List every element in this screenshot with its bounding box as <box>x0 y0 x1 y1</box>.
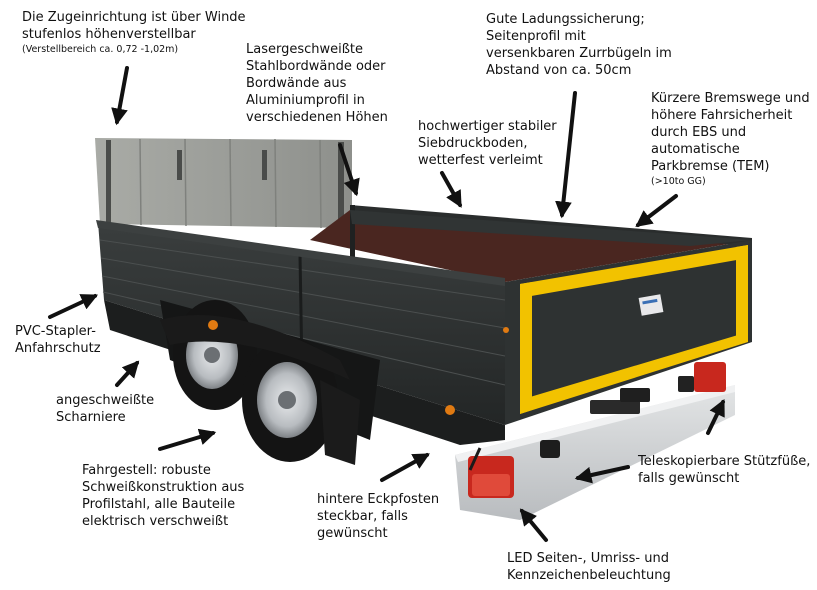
label-line: elektrisch verschweißt <box>82 514 229 529</box>
label-note: (>10to GG) <box>651 176 706 187</box>
arrow-siebdruckboden <box>440 171 462 208</box>
label-line: falls gewünscht <box>638 471 740 486</box>
label-line: höhere Fahrsicherheit <box>651 108 793 123</box>
label-line: Fahrgestell: robuste <box>82 463 211 478</box>
label-pvc: PVC-Stapler- Anfahrschutz <box>15 323 101 357</box>
label-led: LED Seiten-, Umriss- und Kennzeichenbele… <box>507 550 671 584</box>
label-line: gewünscht <box>317 526 388 541</box>
arrow-stuetzfuesse-2 <box>706 398 725 435</box>
label-line: stufenlos höhenverstellbar <box>22 27 196 42</box>
label-line: automatische <box>651 142 740 157</box>
label-note: (Verstellbereich ca. 0,72 -1,02m) <box>22 44 179 55</box>
tail-light-right <box>694 362 726 392</box>
arrow-scharniere <box>115 360 140 387</box>
label-line: Bordwände aus <box>246 76 347 91</box>
label-line: Lasergeschweißte <box>246 42 364 57</box>
label-stuetzfuesse: Teleskopierbare Stützfüße, falls gewünsc… <box>638 453 810 487</box>
arrow-eckpfosten <box>380 453 430 482</box>
arrow-bordwaende <box>338 143 360 197</box>
label-line: Stahlbordwände oder <box>246 59 386 74</box>
arrow-pvc <box>48 294 99 319</box>
label-line: Siebdruckboden, <box>418 136 528 151</box>
label-zugeinrichtung: Die Zugeinrichtung ist über Winde stufen… <box>22 9 246 56</box>
label-line: Kürzere Bremswege und <box>651 91 810 106</box>
label-line: Parkbremse (TEM) <box>651 159 770 174</box>
arrow-led <box>519 508 548 542</box>
label-line: hintere Eckpfosten <box>317 492 440 507</box>
label-bremswege: Kürzere Bremswege und höhere Fahrsicherh… <box>651 90 810 188</box>
label-line: LED Seiten-, Umriss- und <box>507 551 669 566</box>
label-line: Abstand von ca. 50cm <box>486 63 632 78</box>
label-line: Seitenprofil mit <box>486 29 586 44</box>
arrow-fahrgestell <box>158 428 217 451</box>
reflective-stripe <box>520 245 748 298</box>
arrow-bremswege <box>635 194 678 228</box>
label-line: PVC-Stapler- <box>15 324 96 339</box>
label-line: durch EBS und <box>651 125 747 140</box>
label-line: hochwertiger stabiler <box>418 119 557 134</box>
label-scharniere: angeschweißte Scharniere <box>56 392 154 426</box>
rear-light-bar <box>455 385 735 520</box>
arrow-zugeinrichtung <box>111 66 129 126</box>
front-wall <box>95 138 352 228</box>
rear-axle-wheel-2 <box>242 338 338 462</box>
label-line: Anfahrschutz <box>15 341 101 356</box>
label-line: wetterfest verleimt <box>418 153 543 168</box>
label-line: Teleskopierbare Stützfüße, <box>638 454 811 469</box>
arrow-ladungssicherung <box>555 91 577 219</box>
label-bordwaende: Lasergeschweißte Stahlbordwände oder Bor… <box>246 41 388 126</box>
label-line: steckbar, falls <box>317 509 408 524</box>
label-line: Kennzeichenbeleuchtung <box>507 568 671 583</box>
label-eckpfosten: hintere Eckpfosten steckbar, falls gewün… <box>317 491 439 542</box>
label-line: Schweißkonstruktion aus <box>82 480 245 495</box>
label-line: Aluminiumprofil in <box>246 93 365 108</box>
label-siebdruckboden: hochwertiger stabiler Siebdruckboden, we… <box>418 118 557 169</box>
label-line: versenkbaren Zurrbügeln im <box>486 46 672 61</box>
label-line: verschiedenen Höhen <box>246 110 388 125</box>
label-ladungssicherung: Gute Ladungssicherung; Seitenprofil mit … <box>486 11 672 79</box>
label-line: Scharniere <box>56 410 126 425</box>
trailer <box>95 138 752 520</box>
arrow-stuetzfuesse <box>574 465 630 484</box>
label-line: Gute Ladungssicherung; <box>486 12 645 27</box>
label-line: angeschweißte <box>56 393 155 408</box>
label-line: Profilstahl, alle Bauteile <box>82 497 236 512</box>
label-line: Die Zugeinrichtung ist über Winde <box>22 10 246 25</box>
label-fahrgestell: Fahrgestell: robuste Schweißkonstruktion… <box>82 462 244 530</box>
